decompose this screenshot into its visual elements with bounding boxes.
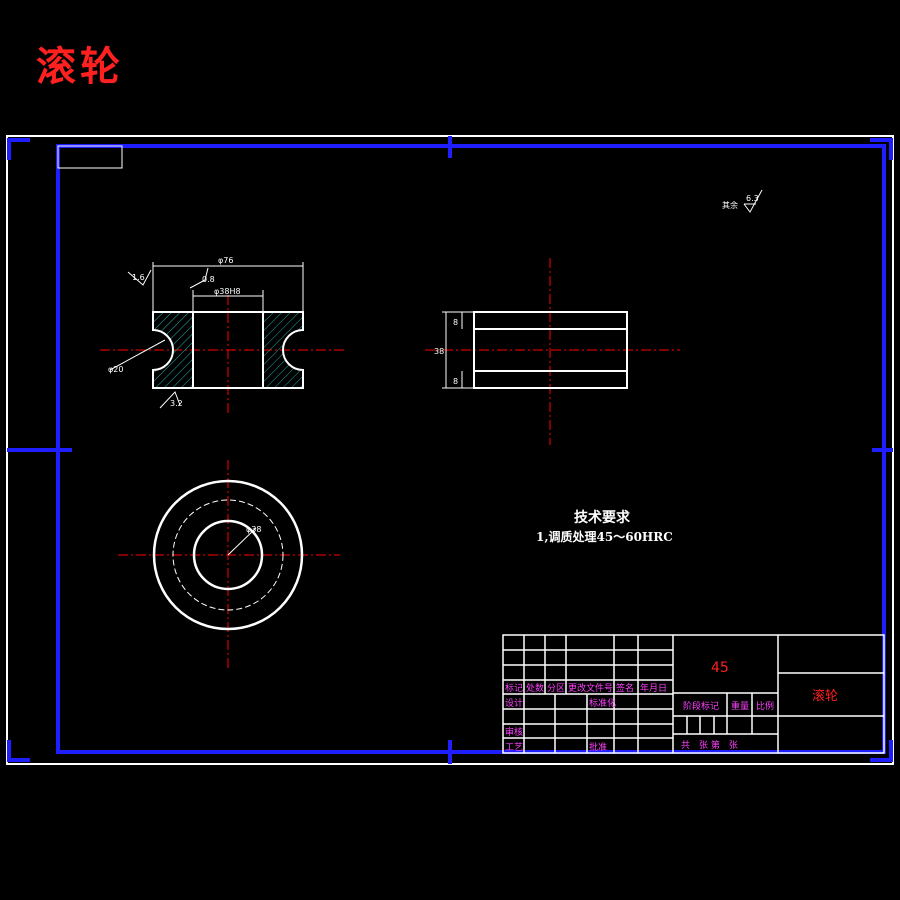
side-view [425,258,680,445]
tech-line1: 1,调质处理45～60HRC [536,529,673,544]
tech-heading: 技术要求 [574,509,631,526]
section-view [100,262,345,415]
tb-label-mark: 标记 [505,682,523,694]
tb-label-weight: 重量 [731,700,749,712]
roughness-symbol [743,189,763,213]
tb-label-date: 年月日 [640,682,667,694]
tb-label-process: 工艺 [505,742,523,753]
tb-label-approve: 批准 [589,741,607,753]
tb-label-sheets: 共 张 第 张 [681,739,738,751]
tb-label-review: 审核 [505,726,523,738]
dim-circle-label: φ38 [246,525,261,534]
tb-label-stage: 阶段标记 [683,700,719,712]
title-block [502,634,885,754]
tb-part-name: 滚轮 [812,688,838,704]
frame-centering-marks [7,136,893,764]
dim-chamfer-bottom: 3.2 [170,399,183,408]
tb-label-standard: 标准化 [589,697,616,709]
tb-label-scale: 比例 [756,700,774,712]
roughness-value: 6.3 [746,194,759,203]
roughness-note: 其余 [722,200,738,210]
dim-side-top: 8 [453,318,458,327]
dim-side-height: 38 [434,347,444,356]
outer-frame [6,135,894,765]
drawing-title: 滚轮 [36,44,124,90]
tb-label-sign: 签名 [616,682,634,694]
tb-label-count: 处数 [526,682,544,694]
tb-label-zone: 分区 [547,683,565,694]
top-view [118,460,340,670]
tb-material: 45 [711,660,729,676]
dim-groove-radius: φ20 [108,365,123,374]
dim-chamfer-top: 1.6 [132,273,145,282]
dim-outer-diameter: φ76 [218,256,233,265]
dim-side-bottom: 8 [453,377,458,386]
inner-frame [56,144,886,754]
tb-label-design: 设计 [505,697,523,709]
dim-chamfer-inner: 0.8 [202,275,215,284]
dim-inner-diameter: φ38H8 [214,287,241,296]
corner-box [57,145,123,169]
tb-label-change-doc: 更改文件号 [568,682,613,694]
